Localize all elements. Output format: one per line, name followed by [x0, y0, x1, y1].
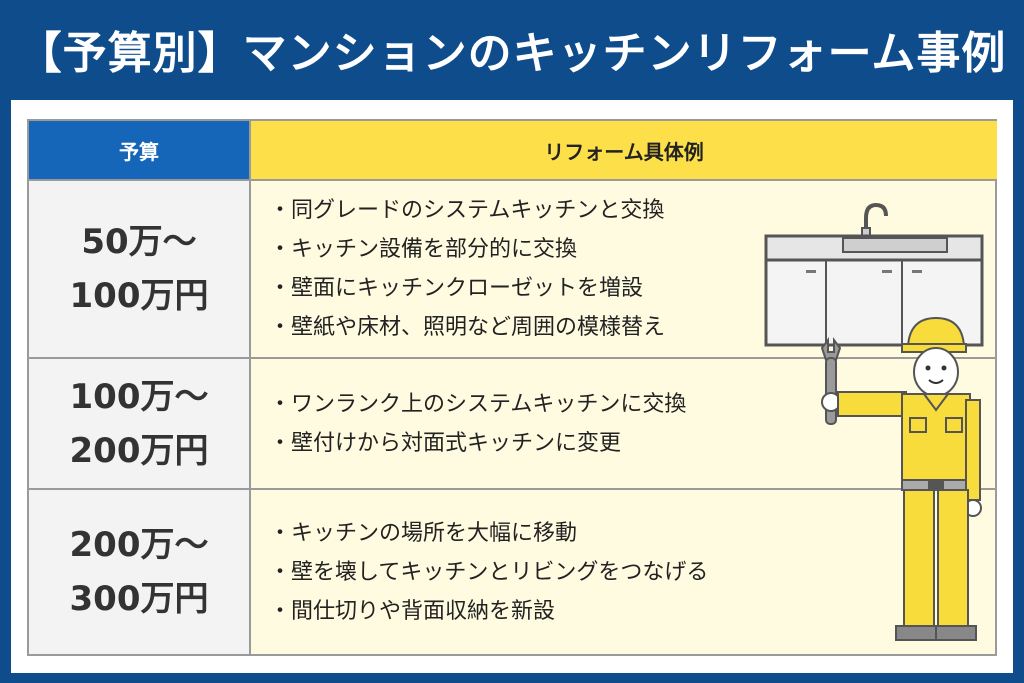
list-item: ・壁付けから対面式キッチンに変更 — [269, 430, 622, 456]
list-item: ・キッチンの場所を大幅に移動 — [269, 520, 578, 546]
table-row-2: 100万～ 200万円 ・ワンランク上のシステムキッチンに交換 ・壁付けから対面… — [29, 357, 995, 488]
budget-cell: 50万～ 100万円 — [29, 181, 251, 357]
list-item: ・壁を壊してキッチンとリビングをつなげる — [269, 559, 709, 585]
list-item: ・壁面にキッチンクローゼットを増設 — [269, 276, 644, 301]
page-title: 【予算別】マンションのキッチンリフォーム事例 — [17, 28, 1007, 79]
budget-cell: 200万～ 300万円 — [29, 490, 251, 654]
table-row-3: 200万～ 300万円 ・キッチンの場所を大幅に移動 ・壁を壊してキッチンとリビ… — [29, 488, 995, 654]
list-item: ・壁紙や床材、照明など周囲の模様替え — [269, 315, 666, 340]
items-cell: ・キッチンの場所を大幅に移動 ・壁を壊してキッチンとリビングをつなげる ・間仕切… — [251, 490, 995, 654]
header-budget: 予算 — [29, 121, 251, 179]
list-item: ・ワンランク上のシステムキッチンに交換 — [269, 391, 687, 417]
worker-with-wrench-icon — [820, 316, 982, 641]
budget-line: 300万円 — [69, 579, 209, 619]
budget-line: 200万～ — [69, 525, 209, 565]
list-item: ・同グレードのシステムキッチンと交換 — [269, 198, 665, 223]
header-example: リフォーム具体例 — [251, 121, 997, 179]
kitchen-worker-illustration — [764, 202, 984, 641]
budget-line: 100万～ — [69, 376, 209, 417]
budget-cell: 100万～ 200万円 — [29, 359, 251, 488]
list-item: ・間仕切りや背面収納を新設 — [269, 598, 556, 624]
budget-line: 200万円 — [69, 430, 209, 471]
list-item: ・キッチン設備を部分的に交換 — [269, 237, 578, 262]
budget-line: 100万円 — [69, 276, 209, 316]
items-cell: ・ワンランク上のシステムキッチンに交換 ・壁付けから対面式キッチンに変更 — [251, 359, 995, 488]
budget-line: 50万～ — [81, 222, 197, 262]
